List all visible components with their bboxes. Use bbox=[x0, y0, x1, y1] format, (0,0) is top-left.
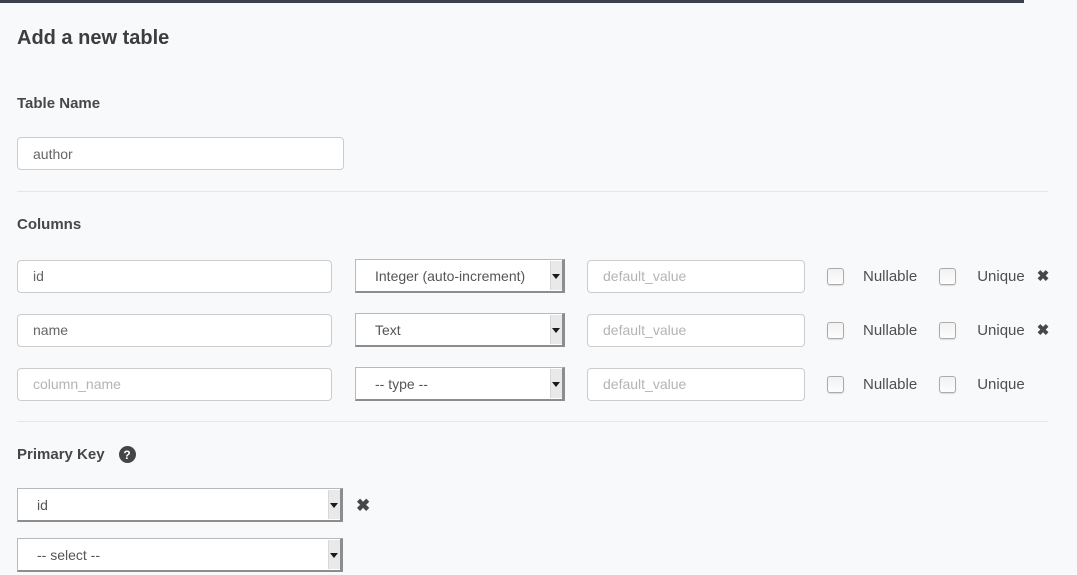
column-type-select-wrap: Integer (auto-increment) bbox=[355, 259, 565, 293]
add-table-form: Add a new table Table Name Columns Integ… bbox=[0, 27, 1065, 572]
column-row-empty: -- type -- Nullable Unique bbox=[17, 367, 1065, 401]
nullable-checkbox[interactable] bbox=[827, 267, 844, 285]
nullable-label: Nullable bbox=[863, 267, 918, 285]
nullable-checkbox[interactable] bbox=[827, 375, 844, 393]
column-name-input[interactable] bbox=[17, 259, 332, 293]
primary-key-label: Primary Key bbox=[17, 445, 105, 463]
table-name-label: Table Name bbox=[17, 95, 101, 112]
column-type-select[interactable]: Integer (auto-increment) bbox=[356, 260, 562, 291]
column-type-select[interactable]: Text bbox=[356, 314, 562, 345]
primary-key-header: Primary Key ? bbox=[17, 446, 1065, 463]
primary-key-select[interactable]: id bbox=[18, 489, 340, 520]
unique-label: Unique bbox=[977, 375, 1025, 393]
nullable-label: Nullable bbox=[863, 375, 918, 393]
page-title: Add a new table bbox=[17, 27, 170, 49]
primary-key-row: id ✖ bbox=[17, 488, 1065, 522]
remove-column-icon[interactable]: ✖ bbox=[1036, 267, 1050, 285]
nullable-label: Nullable bbox=[863, 321, 918, 339]
nullable-checkbox[interactable] bbox=[827, 321, 844, 339]
primary-key-add-select[interactable]: -- select -- bbox=[18, 539, 340, 570]
unique-checkbox[interactable] bbox=[939, 375, 957, 393]
column-type-select-wrap: Text bbox=[355, 313, 565, 347]
column-row: Integer (auto-increment) Nullable Unique… bbox=[17, 259, 1065, 293]
column-default-input[interactable] bbox=[587, 313, 805, 347]
unique-label: Unique bbox=[977, 321, 1025, 339]
column-default-input[interactable] bbox=[587, 259, 805, 293]
section-divider bbox=[17, 421, 1048, 422]
table-name-input[interactable] bbox=[17, 137, 344, 170]
primary-key-select-wrap: id bbox=[17, 488, 343, 522]
section-divider bbox=[17, 191, 1048, 192]
primary-key-row: -- select -- bbox=[17, 538, 1065, 572]
columns-label: Columns bbox=[17, 216, 82, 233]
unique-label: Unique bbox=[977, 267, 1025, 285]
remove-primary-key-icon[interactable]: ✖ bbox=[356, 495, 371, 515]
column-name-input[interactable] bbox=[17, 313, 332, 347]
column-row: Text Nullable Unique ✖ bbox=[17, 313, 1065, 347]
remove-column-icon[interactable]: ✖ bbox=[1036, 321, 1050, 339]
help-icon[interactable]: ? bbox=[118, 446, 136, 463]
column-type-select-wrap: -- type -- bbox=[355, 367, 565, 401]
column-default-input[interactable] bbox=[587, 367, 805, 401]
columns-list: Integer (auto-increment) Nullable Unique… bbox=[17, 259, 1065, 401]
unique-checkbox[interactable] bbox=[939, 321, 957, 339]
column-type-select[interactable]: -- type -- bbox=[356, 368, 562, 399]
top-border bbox=[0, 0, 1024, 3]
column-name-input[interactable] bbox=[17, 367, 332, 401]
unique-checkbox[interactable] bbox=[939, 267, 957, 285]
primary-key-add-select-wrap: -- select -- bbox=[17, 538, 343, 572]
